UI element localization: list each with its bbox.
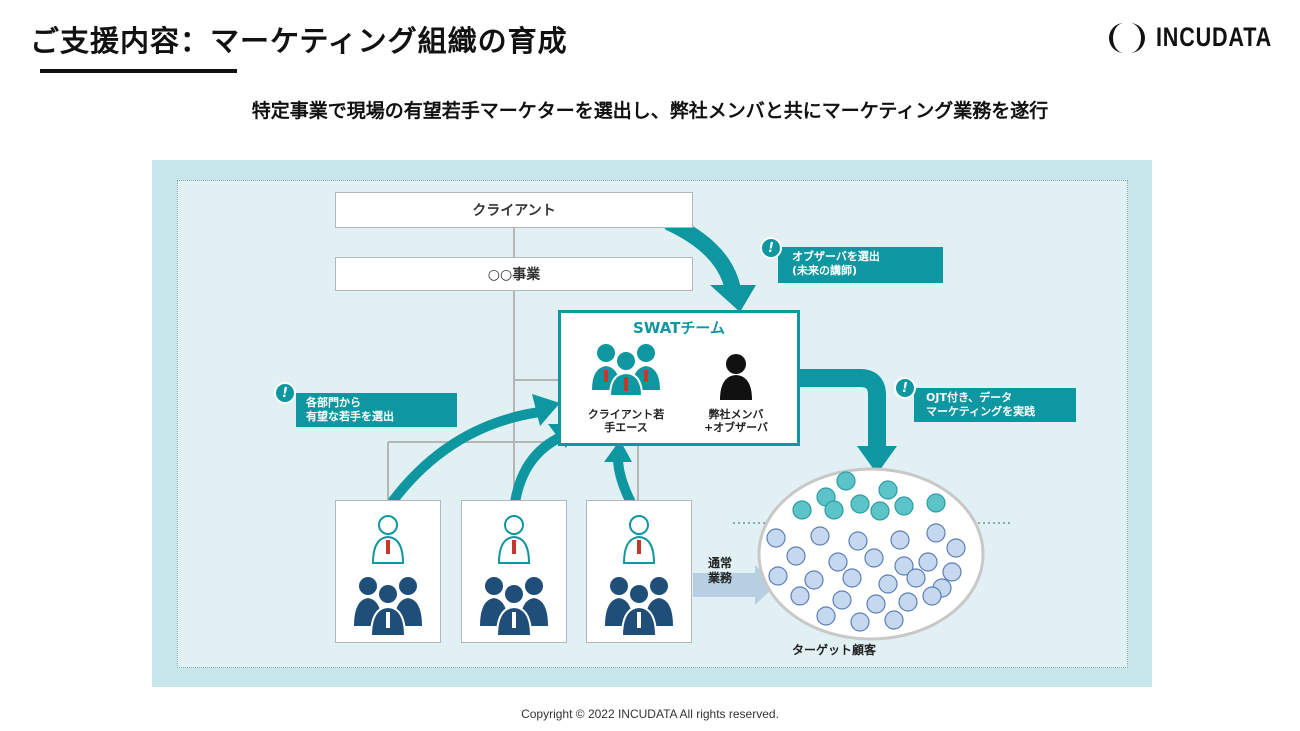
incudata-label-line1: 弊社メンバ: [708, 408, 764, 421]
callout-select-line1: 各部門から: [306, 396, 361, 409]
normal-work-label-line1: 通常: [708, 556, 733, 570]
customer-icon: [828, 552, 848, 572]
customer-icon: [894, 556, 914, 576]
selected-young-member-icon: [371, 515, 405, 564]
callout-select-line2: 有望な若手を選出: [306, 410, 394, 423]
selected-young-member-icon: [622, 515, 656, 564]
customer-icon: [898, 592, 918, 612]
incudata-member-icon: [720, 354, 752, 400]
target-customers-label: ターゲット顧客: [792, 643, 877, 657]
copyright: Copyright © 2022 INCUDATA All rights res…: [521, 707, 779, 721]
active-customer-icon: [824, 500, 844, 520]
arrow-client-to-swat-head: [710, 285, 756, 312]
arrow-dept2-to-swat: [509, 431, 566, 511]
customer-icon: [918, 552, 938, 572]
customer-icon: [878, 574, 898, 594]
target-customers-group: [757, 467, 985, 641]
client-ace-group-icon: [592, 344, 660, 396]
customer-icon: [850, 612, 870, 632]
arrow-dept3-head: [604, 440, 632, 462]
customer-icon: [766, 528, 786, 548]
customer-icon: [832, 590, 852, 610]
swat-team-title: SWATチーム: [633, 319, 725, 337]
active-customer-icon: [878, 480, 898, 500]
department-team-icon: [480, 577, 548, 636]
customer-icon: [866, 594, 886, 614]
callout-ojt-line1: OJT付き、データ: [926, 391, 1013, 404]
swat-team-box: SWATチーム: [558, 310, 800, 446]
customer-icon: [864, 548, 884, 568]
customer-icon: [790, 586, 810, 606]
selected-young-member-icon: [497, 515, 531, 564]
customer-icon: [768, 566, 788, 586]
customer-icon: [884, 610, 904, 630]
active-customer-icon: [792, 500, 812, 520]
page-title: ご支援内容：マーケティング組織の育成: [30, 24, 568, 58]
callout-observer-line2: (未来の講師): [792, 264, 858, 277]
customer-icon: [842, 568, 862, 588]
arrow-swat-to-customers-head: [857, 446, 897, 474]
active-customer-icon: [894, 496, 914, 516]
active-customer-icon: [836, 471, 856, 491]
customer-icon: [810, 526, 830, 546]
active-customer-icon: [850, 494, 870, 514]
client-ace-label-line2: 手エース: [604, 421, 648, 434]
title-underline: [40, 69, 237, 73]
normal-work-arrow: [693, 565, 776, 605]
customer-icon: [942, 562, 962, 582]
callout-ojt-line2: マーケティングを実践: [926, 405, 1036, 418]
client-ace-label-line1: クライアント若: [587, 408, 665, 421]
logo-text: INCUDATA: [1156, 22, 1272, 52]
active-customer-icon: [870, 501, 890, 521]
callout-observer-line1: オブザーバを選出: [792, 250, 880, 263]
customer-icon: [890, 530, 910, 550]
customer-icon: [804, 570, 824, 590]
callout-select: 各部門から 有望な若手を選出: [296, 393, 457, 427]
customer-icon: [922, 586, 942, 606]
incudata-logo: INCUDATA: [1106, 20, 1271, 56]
department-team-icon: [605, 577, 673, 636]
business-box: ○○事業: [335, 257, 693, 291]
logo-mark-icon: [1109, 23, 1145, 53]
alert-badge-icon: !: [760, 237, 782, 259]
customer-icon: [946, 538, 966, 558]
subtitle: 特定事業で現場の有望若手マーケターを選出し、弊社メンバと共にマーケティング業務を…: [251, 100, 1049, 122]
arrow-dept1-to-swat: [388, 407, 541, 506]
callout-ojt: OJT付き、データ マーケティングを実践: [914, 388, 1076, 422]
customer-icon: [906, 568, 926, 588]
incudata-label-line2: +オブザーバ: [703, 421, 769, 434]
active-customer-icon: [926, 493, 946, 513]
arrow-swat-to-customers: [800, 369, 886, 448]
normal-work-label-line2: 業務: [708, 571, 733, 585]
client-box: クライアント: [335, 192, 693, 228]
customer-icon: [848, 531, 868, 551]
department-team-icon: [354, 577, 422, 636]
customer-icon: [926, 523, 946, 543]
alert-badge-icon: !: [894, 377, 916, 399]
callout-observer: オブザーバを選出 (未来の講師): [778, 247, 943, 283]
arrow-dept1-head: [532, 394, 560, 426]
alert-badge-icon: !: [274, 382, 296, 404]
customer-icon: [786, 546, 806, 566]
customer-icon: [816, 606, 836, 626]
